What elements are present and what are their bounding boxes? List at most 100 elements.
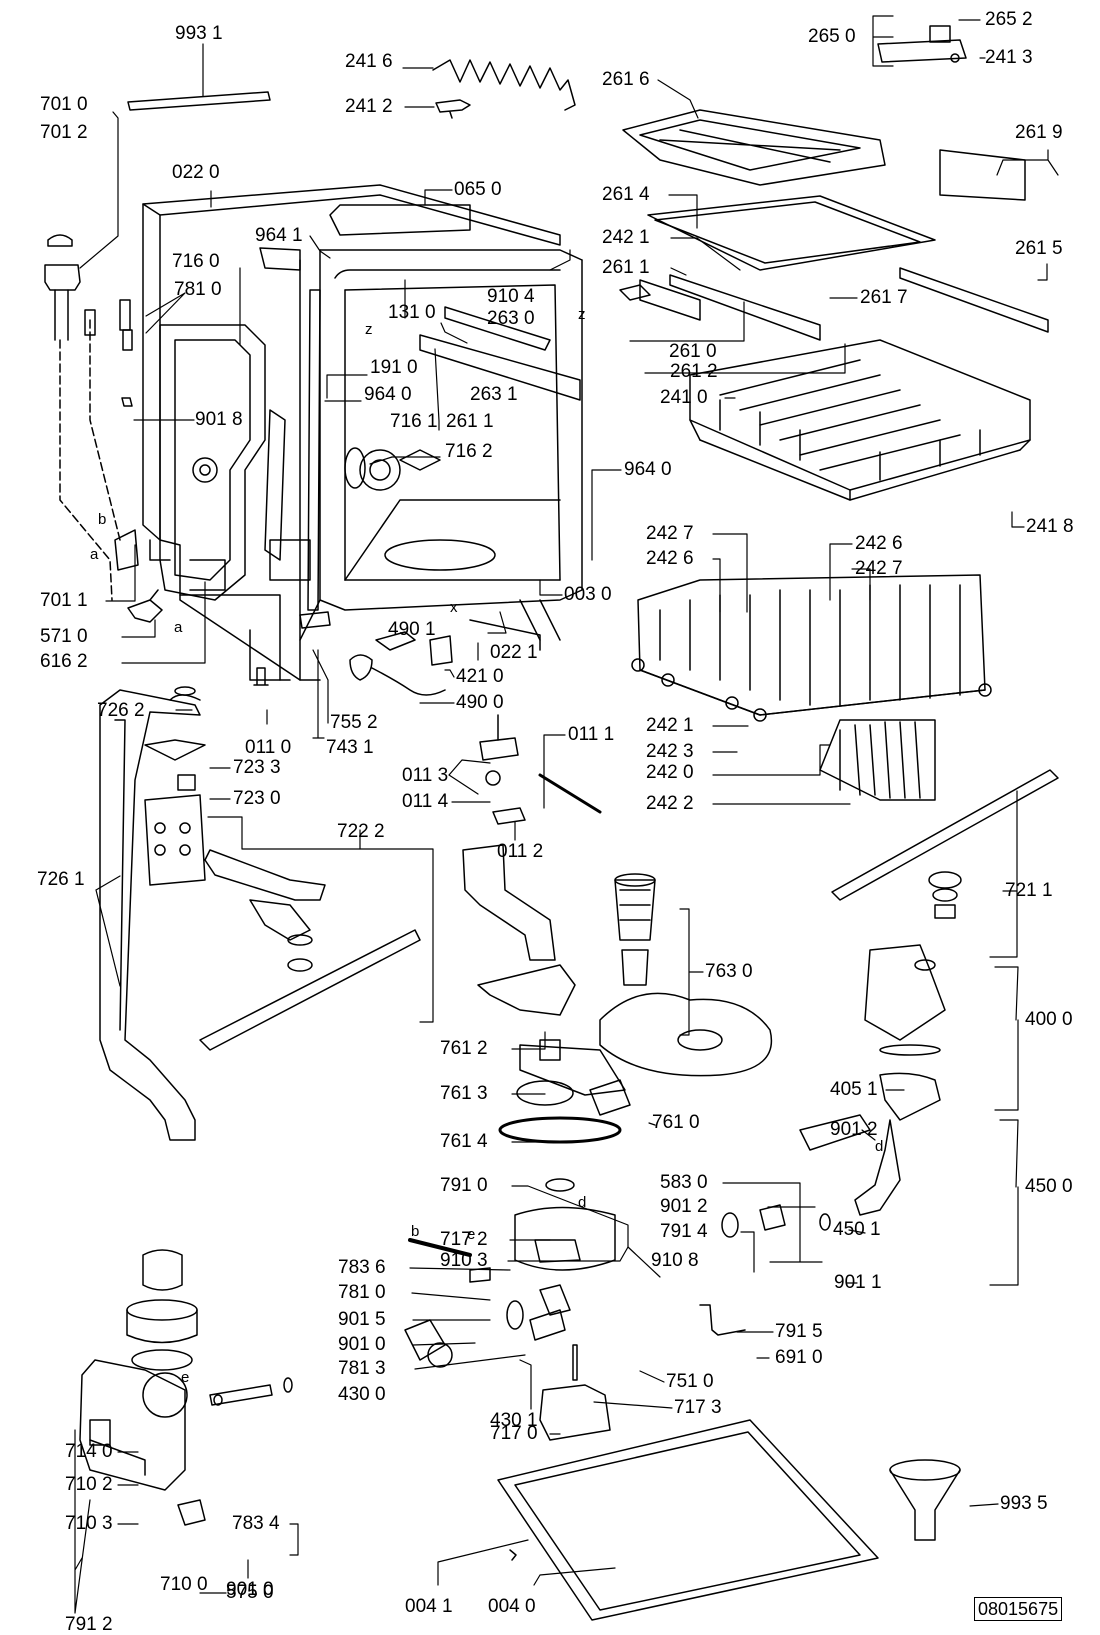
part-label: 716 0 [172, 251, 220, 272]
part-label: 011 3 [402, 765, 449, 786]
part-label: 242 3 [646, 741, 694, 762]
sump-body [498, 1116, 622, 1341]
part-label: 261 1 [446, 411, 494, 432]
part-label: 993 1 [175, 23, 223, 44]
part-label: 191 0 [370, 357, 418, 378]
part-label: 781 0 [174, 279, 222, 300]
circulation-duct [462, 844, 556, 961]
part-label: 993 5 [1000, 1493, 1048, 1514]
document-number: 08015675 [974, 1597, 1063, 1621]
part-label: 910 3 [440, 1250, 488, 1271]
connection-letter: z [365, 321, 373, 338]
rack-rail-top [877, 25, 967, 63]
part-label: 450 0 [1025, 1176, 1073, 1197]
base-tray [497, 1419, 879, 1621]
part-label: 004 1 [405, 1596, 453, 1617]
connection-letter: d [578, 1194, 587, 1211]
water-pipe [99, 686, 201, 1141]
part-label: 714 0 [65, 1441, 113, 1462]
part-label: 011 2 [497, 841, 544, 862]
leader-lines [74, 15, 1059, 1614]
part-label: 791 4 [660, 1221, 708, 1242]
part-label: 241 3 [985, 47, 1033, 68]
part-label: 011 1 [568, 724, 615, 745]
part-label: 405 1 [830, 1079, 878, 1100]
heater-coil [408, 1238, 491, 1283]
part-label: 910 8 [651, 1250, 699, 1271]
part-label: 691 0 [775, 1347, 823, 1368]
part-label: 901 5 [338, 1309, 386, 1330]
part-label: 964 0 [364, 384, 412, 405]
part-label: 783 4 [232, 1513, 280, 1534]
part-label: 791 5 [775, 1321, 823, 1342]
part-label: 583 0 [660, 1172, 708, 1193]
part-label: 241 6 [345, 51, 393, 72]
connection-letter: z [578, 306, 586, 323]
part-label: 242 1 [646, 715, 694, 736]
part-label: 743 1 [326, 737, 374, 758]
part-label: 717 2 [440, 1229, 488, 1250]
part-label: 131 0 [388, 302, 436, 323]
part-label: 065 0 [454, 179, 502, 200]
part-label: 723 3 [233, 757, 281, 778]
fold-down-rack [819, 719, 936, 801]
part-label: 490 0 [456, 692, 504, 713]
part-label: 717 0 [490, 1423, 538, 1444]
upper-spray-arm-feed [199, 849, 421, 1051]
connection-letter: b [411, 1223, 420, 1240]
connection-letter: e [467, 1226, 476, 1243]
top-strip [127, 91, 271, 111]
part-label: 263 0 [487, 308, 535, 329]
part-label: 710 2 [65, 1474, 113, 1495]
part-label: 701 0 [40, 94, 88, 115]
connection-letter: x [450, 599, 458, 616]
part-label: 964 1 [255, 225, 303, 246]
part-label: 751 0 [666, 1371, 714, 1392]
part-label: 242 1 [602, 227, 650, 248]
part-label: 781 3 [338, 1358, 386, 1379]
part-label: 901 2 [660, 1196, 708, 1217]
part-label: 575 0 [226, 1582, 274, 1603]
part-label: 910 4 [487, 286, 535, 307]
part-label: 901 0 [338, 1334, 386, 1355]
part-label: 721 1 [1005, 880, 1053, 901]
part-label: 761 4 [440, 1131, 488, 1152]
part-label: 263 1 [470, 384, 518, 405]
part-label: 261 6 [602, 69, 650, 90]
part-label: 003 0 [564, 584, 612, 605]
upper-basket [689, 339, 1031, 501]
clip [435, 99, 471, 119]
part-label: 901 0 [226, 1579, 274, 1600]
part-label: 450 1 [833, 1219, 881, 1240]
part-label: 242 6 [646, 548, 694, 569]
part-label: 022 1 [490, 642, 538, 663]
part-label: 430 1 [490, 1410, 538, 1431]
part-label: 781 0 [338, 1282, 386, 1303]
pump-housing [799, 944, 946, 1231]
tray-frame [647, 195, 936, 271]
part-label: 011 0 [245, 737, 292, 758]
part-label: 726 2 [97, 700, 145, 721]
part-label: 011 4 [402, 791, 449, 812]
part-label: 571 0 [40, 626, 88, 647]
insulation-panel [159, 289, 321, 611]
part-label: 616 2 [40, 651, 88, 672]
part-label: 726 1 [37, 869, 85, 890]
part-label: 261 5 [1015, 238, 1063, 259]
part-label: 761 2 [440, 1038, 488, 1059]
part-label: 261 7 [860, 287, 908, 308]
part-label: 722 2 [337, 821, 385, 842]
part-label: 716 2 [445, 441, 493, 462]
part-label: 717 3 [674, 1397, 722, 1418]
part-label: 710 3 [65, 1513, 113, 1534]
connection-letter: a [174, 619, 183, 636]
sump-cover [477, 964, 631, 1116]
part-label: 261 4 [602, 184, 650, 205]
part-label: 723 0 [233, 788, 281, 809]
part-label: 004 0 [488, 1596, 536, 1617]
part-label: 265 0 [808, 26, 856, 47]
part-label: 242 2 [646, 793, 694, 814]
part-label: 400 0 [1025, 1009, 1073, 1030]
part-label: 430 0 [338, 1384, 386, 1405]
